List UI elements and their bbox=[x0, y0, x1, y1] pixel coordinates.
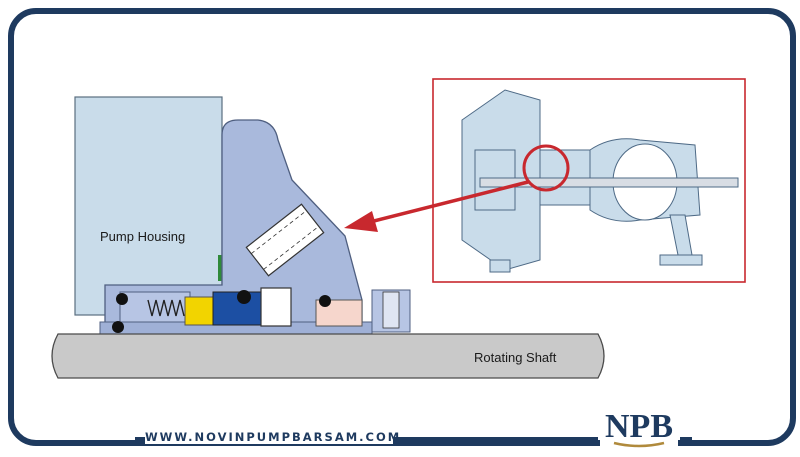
set-screw bbox=[382, 291, 400, 329]
website-url[interactable]: WWW.NOVINPUMPBARSAM.COM bbox=[145, 430, 402, 444]
spring-housing bbox=[119, 291, 191, 323]
arrow-head bbox=[344, 211, 378, 232]
flush-port bbox=[245, 203, 325, 277]
pump-housing bbox=[74, 96, 223, 316]
o-ring bbox=[319, 295, 331, 307]
rotating-shaft-label: Rotating Shaft bbox=[474, 350, 557, 365]
o-ring bbox=[237, 290, 251, 304]
housing-gasket bbox=[218, 255, 224, 281]
footer-line-right bbox=[680, 437, 692, 441]
o-ring bbox=[112, 321, 124, 333]
retainer bbox=[260, 287, 292, 327]
footer-line-middle bbox=[392, 437, 598, 441]
spring bbox=[147, 299, 185, 317]
inset-pump-drawing bbox=[461, 89, 739, 273]
stationary-face bbox=[212, 291, 262, 326]
magnifier-circle-icon bbox=[522, 144, 570, 192]
logo-text: NPB bbox=[605, 408, 673, 445]
rotating-shaft bbox=[51, 333, 605, 379]
pump-housing-label: Pump Housing bbox=[100, 229, 186, 244]
npb-logo-icon: NPB bbox=[600, 393, 678, 451]
gland-insert bbox=[315, 299, 363, 327]
rotating-face bbox=[184, 296, 214, 326]
arrow-icon bbox=[369, 180, 529, 224]
o-ring bbox=[116, 293, 128, 305]
footer-line-left bbox=[135, 437, 147, 441]
